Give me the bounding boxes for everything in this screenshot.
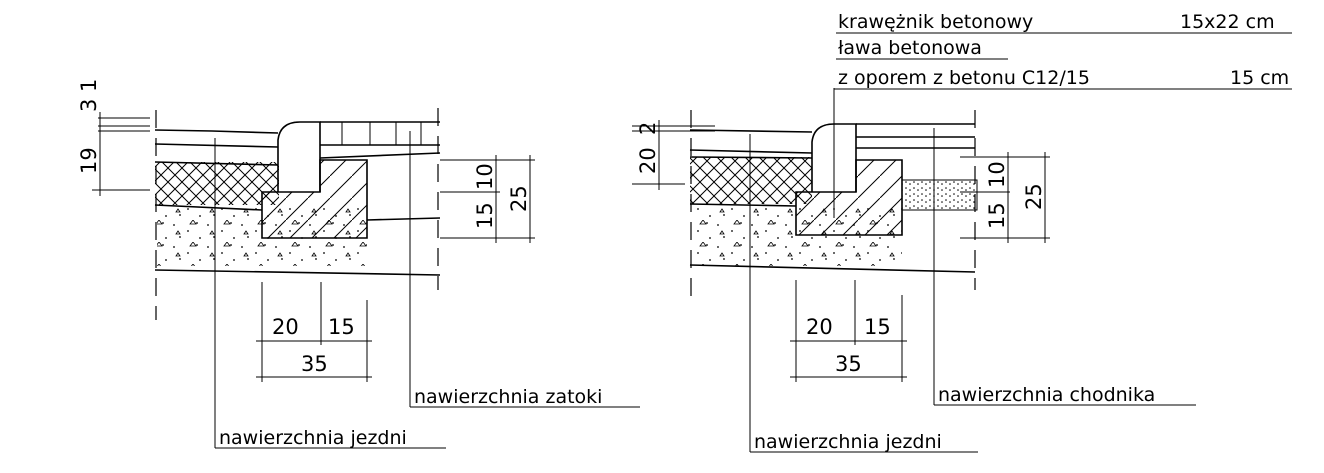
- left-asphalt-hatch: [155, 162, 279, 205]
- right-bdim-35: 35: [835, 352, 862, 376]
- right-asphalt-hatch: [690, 157, 812, 204]
- right-rdim-15: 15: [985, 202, 1009, 229]
- left-bdim-20: 20: [272, 315, 299, 339]
- left-road-surface-bottom: [154, 143, 279, 148]
- left-bench-hatch: [262, 160, 367, 238]
- left-dim-main: 19: [77, 147, 101, 174]
- left-bay-subbase: [366, 217, 441, 221]
- right-bdim-15: 15: [864, 315, 891, 339]
- left-subbase-bottom: [154, 269, 441, 276]
- left-dim-top-1: 1: [77, 79, 101, 92]
- right-asphalt-top: [689, 156, 813, 159]
- right-bench-hatch: [796, 160, 902, 235]
- right-road-surface-bottom: [689, 149, 813, 154]
- legend-bench-name: ława betonowa: [838, 37, 982, 59]
- right-rdim-10: 10: [985, 161, 1009, 188]
- left-rdim-15: 15: [473, 202, 497, 229]
- left-bdim-35: 35: [301, 352, 328, 376]
- left-rdim-25: 25: [507, 185, 531, 212]
- left-road-surface-top: [154, 129, 279, 134]
- right-dim-top-2: 2: [636, 122, 660, 135]
- right-asphalt-bottom: [689, 203, 797, 207]
- right-label-chodnik: nawierzchnia chodnika: [938, 384, 1155, 406]
- left-label-jezdnia: nawierzchnia jezdni: [219, 427, 407, 449]
- material-legend: krawężnik betonowy 15x22 cm ława betonow…: [834, 11, 1292, 90]
- left-rdim-10: 10: [473, 163, 497, 190]
- left-curb: [277, 121, 321, 192]
- right-rdim-25: 25: [1022, 183, 1046, 210]
- right-sand-layer: [901, 179, 978, 211]
- right-subbase-bottom: [689, 264, 976, 273]
- legend-curb-value: 15x22 cm: [1180, 11, 1275, 33]
- left-bay-base: [319, 152, 441, 159]
- left-section: 3 1 19 10 15 25 20 15 35 nawierzchnia je…: [77, 79, 640, 449]
- legend-curb-name: krawężnik betonowy: [838, 11, 1033, 33]
- right-road-surface-top: [689, 129, 813, 133]
- legend-support-value: 15 cm: [1230, 67, 1289, 89]
- left-dim-top-3: 3: [77, 99, 101, 112]
- right-section: 2 20 10 15 25 20 15 35 nawierzchnia jezd…: [632, 88, 1196, 453]
- right-bdim-20: 20: [806, 315, 833, 339]
- left-label-zatoka: nawierzchnia zatoki: [414, 386, 602, 408]
- legend-support-name: z oporem z betonu C12/15: [838, 67, 1090, 89]
- right-label-jezdnia: nawierzchnia jezdni: [754, 431, 942, 453]
- left-bdim-15: 15: [328, 315, 355, 339]
- right-dim-main: 20: [636, 147, 660, 174]
